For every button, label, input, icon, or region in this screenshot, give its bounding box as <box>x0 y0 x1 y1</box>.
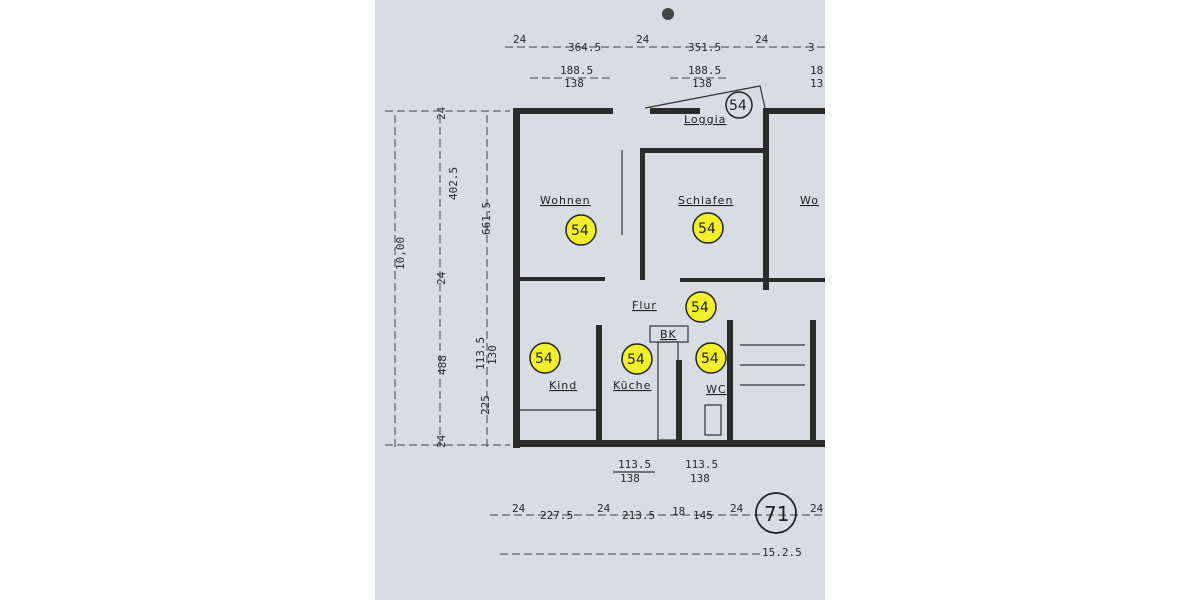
room-label-flur: Flur <box>632 299 657 312</box>
dim-text: 24 <box>730 502 744 515</box>
dim-text: 3 <box>808 41 815 54</box>
dim-text: 113.5 <box>685 458 718 471</box>
dim-text: 138 <box>690 472 710 485</box>
dim-text: 24 <box>435 434 448 448</box>
dim-text: 661.5 <box>480 202 493 235</box>
dim-text: 113.5 <box>618 458 651 471</box>
room-labels: Wohnen Schlafen Wo Loggia Flur Kind Küch… <box>540 113 819 396</box>
svg-text:71: 71 <box>764 502 789 526</box>
dim-text: 138 <box>620 472 640 485</box>
svg-text:54: 54 <box>627 352 645 368</box>
room-label-loggia: Loggia <box>684 113 726 126</box>
room-label-kind: Kind <box>549 379 577 392</box>
dim-text: 138 <box>692 77 712 90</box>
svg-text:54: 54 <box>691 300 709 316</box>
room-label-kueche: Küche <box>613 379 651 392</box>
room-label-wohnen-cut: Wo <box>800 194 819 207</box>
dim-text: 24 <box>435 106 448 120</box>
apartment-markers: 54 54 54 54 54 54 54 71 <box>529 91 797 534</box>
dimensions-bottom: 113.5 138 113.5 138 24 227.5 24 213.5 18… <box>512 458 824 559</box>
room-label-wohnen: Wohnen <box>540 194 591 207</box>
svg-text:54: 54 <box>698 221 716 237</box>
dim-text: 24 <box>636 33 650 46</box>
svg-text:54: 54 <box>571 223 589 239</box>
room-label-wc: WC <box>706 383 727 396</box>
marker-54-wc: 54 <box>695 342 727 374</box>
dim-text: 113.5 <box>474 337 487 370</box>
dim-text: 130 <box>486 345 499 365</box>
punch-hole <box>662 8 674 20</box>
marker-54-kind: 54 <box>529 342 561 374</box>
marker-54-loggia: 54 <box>725 91 753 119</box>
dim-text: 15.2.5 <box>762 546 802 559</box>
room-label-schlafen: Schlafen <box>678 194 733 207</box>
floor-plan-photo <box>375 0 825 600</box>
svg-text:54: 54 <box>535 351 553 367</box>
marker-54-kueche: 54 <box>621 343 653 375</box>
dim-text: 24 <box>810 502 824 515</box>
room-label-bk: BK <box>660 328 677 341</box>
dim-text: 188.5 <box>688 64 721 77</box>
marker-54-wohnen: 54 <box>565 214 597 246</box>
dim-text: 488 <box>436 355 449 375</box>
dim-text: 10,00 <box>394 237 407 270</box>
dimension-lines <box>385 46 825 555</box>
dim-text: 351.5 <box>688 41 721 54</box>
dim-text: 225 <box>479 395 492 415</box>
dim-text: 24 <box>435 271 448 285</box>
dim-text: 13 <box>810 77 823 90</box>
dim-text: 364.5 <box>568 41 601 54</box>
dim-text: 18 <box>672 505 685 518</box>
dim-text: 402.5 <box>447 167 460 200</box>
dim-text: 24 <box>755 33 769 46</box>
dim-text: 24 <box>513 33 527 46</box>
dimensions-left: 24 402.5 10,00 661.5 24 488 113.5 130 22… <box>394 106 499 448</box>
marker-71-sheet: 71 <box>755 492 797 534</box>
dim-text: 227.5 <box>540 509 573 522</box>
walls <box>513 85 825 448</box>
svg-text:54: 54 <box>729 98 747 114</box>
dimensions-top: 24 364.5 24 351.5 24 3 188.5 138 188.5 1… <box>513 33 823 90</box>
dim-text: 24 <box>597 502 611 515</box>
marker-54-schlafen: 54 <box>692 212 724 244</box>
dim-text: 24 <box>512 502 526 515</box>
dim-text: 213.5 <box>622 509 655 522</box>
dim-text: 188.5 <box>560 64 593 77</box>
marker-54-flur: 54 <box>685 291 717 323</box>
dim-text: 138 <box>564 77 584 90</box>
svg-text:54: 54 <box>701 351 719 367</box>
dim-text: 18 <box>810 64 823 77</box>
dim-text: 145 <box>693 509 713 522</box>
